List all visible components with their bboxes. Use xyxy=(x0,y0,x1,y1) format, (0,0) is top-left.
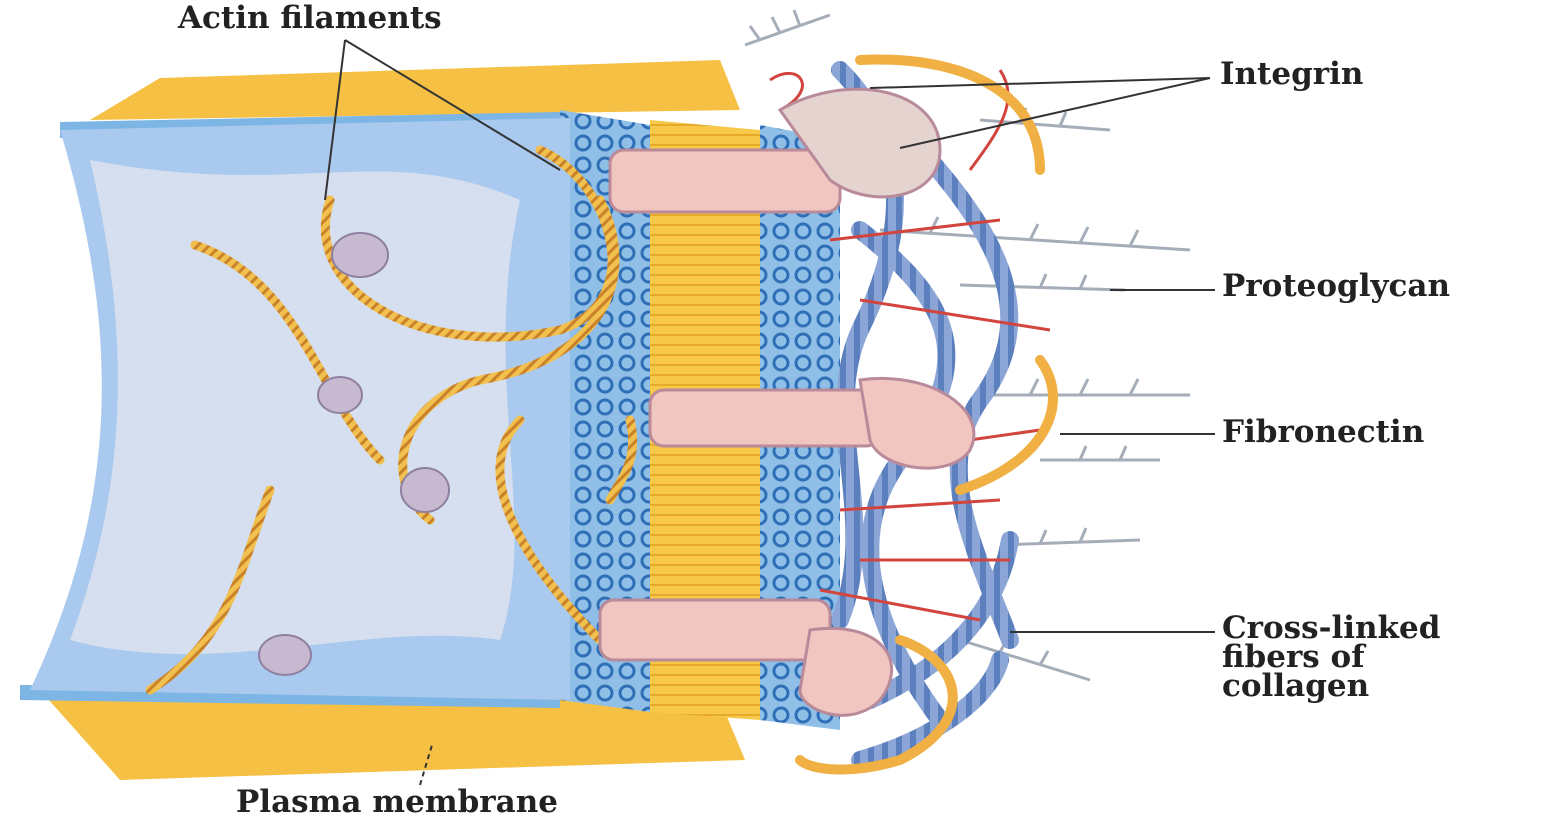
integrins xyxy=(600,89,974,715)
label-collagen-line3: collagen xyxy=(1222,672,1440,701)
anchor-protein xyxy=(401,468,449,512)
anchor-protein xyxy=(332,233,388,277)
label-collagen: Cross-linked fibers of collagen xyxy=(1222,614,1440,701)
proteoglycan xyxy=(960,273,1125,290)
anchor-protein xyxy=(318,377,362,413)
leader-line-integrin xyxy=(870,78,1210,88)
cross-link xyxy=(840,500,1000,510)
cross-link xyxy=(860,300,1050,330)
proteoglycan xyxy=(1000,528,1140,545)
label-integrin: Integrin xyxy=(1220,60,1363,89)
membrane-top-face xyxy=(90,60,740,120)
proteoglycan xyxy=(1040,446,1160,460)
cytoplasm-light-area xyxy=(70,160,520,654)
proteoglycan xyxy=(880,217,1190,250)
label-proteoglycan: Proteoglycan xyxy=(1222,272,1450,301)
label-actin-filaments: Actin filaments xyxy=(178,4,442,33)
proteoglycan xyxy=(745,10,830,45)
proteoglycan xyxy=(960,638,1090,680)
leader-line-integrin xyxy=(900,78,1210,148)
anchor-protein xyxy=(259,635,311,675)
label-plasma-membrane: Plasma membrane xyxy=(236,788,558,817)
label-fibronectin: Fibronectin xyxy=(1222,418,1424,447)
proteoglycan xyxy=(980,379,1190,395)
